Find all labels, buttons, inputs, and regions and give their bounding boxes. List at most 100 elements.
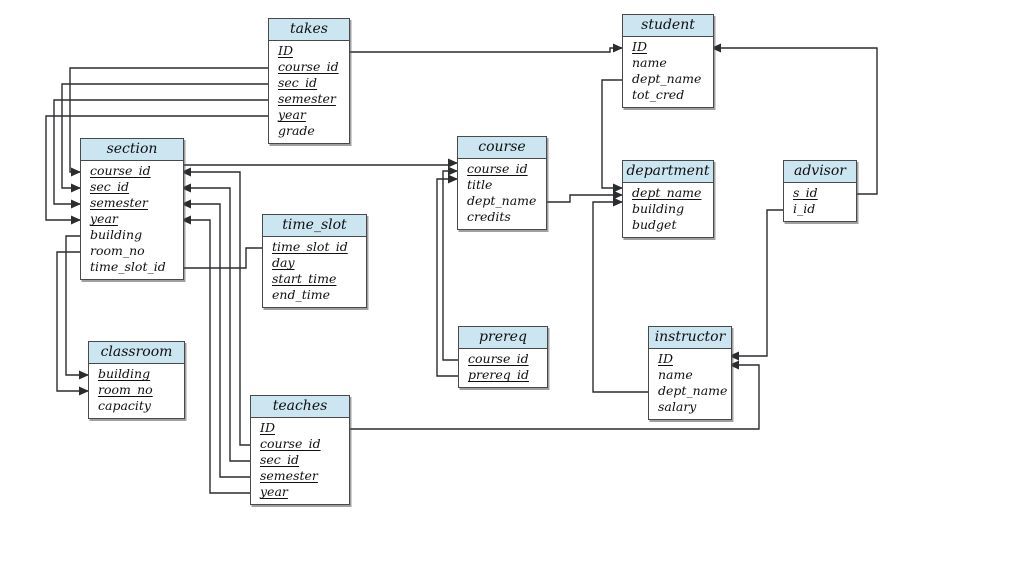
fk-edge-teaches-year-to-section-year (181, 215, 250, 494)
attribute: salary (658, 399, 697, 414)
attribute: dept_name (632, 71, 702, 86)
fk-edge-advisor-i_id-to-instructor-ID (729, 209, 783, 361)
attr-department-dept_name: dept_name (632, 185, 709, 201)
table-title-time_slot: time_slot (263, 215, 366, 237)
attr-course-dept_name: dept_name (467, 193, 542, 209)
attr-section-time_slot_id: time_slot_id (90, 259, 179, 275)
fk-edge-takes-ID-to-student-ID (348, 43, 623, 53)
attribute: grade (278, 123, 315, 138)
attr-classroom-room_no: room_no (98, 382, 180, 398)
attr-teaches-ID: ID (260, 420, 345, 436)
attr-section-semester: semester (90, 195, 179, 211)
fk-edge-course-dept_name-to-department-dept_name (545, 190, 623, 203)
attr-section-sec_id: sec_id (90, 179, 179, 195)
attr-takes-course_id: course_id (278, 59, 345, 75)
primary-key-attribute: course_id (90, 163, 151, 178)
attr-advisor-s_id: s_id (793, 185, 852, 201)
table-title-student: student (623, 15, 713, 37)
primary-key-attribute: sec_id (90, 179, 130, 194)
primary-key-attribute: course_id (260, 436, 321, 451)
primary-key-attribute: building (98, 366, 151, 381)
attr-course-credits: credits (467, 209, 542, 225)
attr-prereq-prereq_id: prereq_id (468, 367, 543, 383)
attr-student-ID: ID (632, 39, 709, 55)
table-title-course: course (458, 137, 546, 159)
attr-advisor-i_id: i_id (793, 201, 852, 217)
attr-instructor-name: name (658, 367, 727, 383)
attr-student-dept_name: dept_name (632, 71, 709, 87)
attr-classroom-building: building (98, 366, 180, 382)
attr-prereq-course_id: course_id (468, 351, 543, 367)
primary-key-attribute: sec_id (278, 75, 318, 90)
attribute: credits (467, 209, 511, 224)
attr-takes-year: year (278, 107, 345, 123)
attribute: building (632, 201, 685, 216)
attribute: dept_name (658, 383, 728, 398)
primary-key-attribute: course_id (468, 351, 529, 366)
attr-instructor-ID: ID (658, 351, 727, 367)
primary-key-attribute: start_time (272, 271, 337, 286)
attr-course-course_id: course_id (467, 161, 542, 177)
attr-instructor-salary: salary (658, 399, 727, 415)
attr-section-course_id: course_id (90, 163, 179, 179)
attr-instructor-dept_name: dept_name (658, 383, 727, 399)
attribute: dept_name (467, 193, 537, 208)
attribute: budget (632, 217, 677, 232)
attr-takes-semester: semester (278, 91, 345, 107)
attr-department-building: building (632, 201, 709, 217)
attribute: time_slot_id (90, 259, 166, 274)
attr-student-tot_cred: tot_cred (632, 87, 709, 103)
primary-key-attribute: prereq_id (468, 367, 529, 382)
attr-time_slot-time_slot_id: time_slot_id (272, 239, 362, 255)
fk-edge-section-time_slot_id-to-time_slot-time_slot_id (182, 247, 262, 269)
primary-key-attribute: ID (658, 351, 673, 366)
attr-teaches-year: year (260, 484, 345, 500)
primary-key-attribute: ID (278, 43, 293, 58)
table-title-classroom: classroom (89, 342, 184, 364)
table-title-instructor: instructor (649, 327, 731, 349)
primary-key-attribute: year (278, 107, 306, 122)
fk-edge-section-course_id-to-course-course_id (182, 158, 458, 168)
primary-key-attribute: dept_name (632, 185, 702, 200)
primary-key-attribute: year (90, 211, 118, 226)
primary-key-attribute: room_no (98, 382, 153, 397)
attr-teaches-semester: semester (260, 468, 345, 484)
primary-key-attribute: sec_id (260, 452, 300, 467)
primary-key-attribute: ID (260, 420, 275, 435)
primary-key-attribute: s_id (793, 185, 818, 200)
primary-key-attribute: year (260, 484, 288, 499)
table-title-prereq: prereq (459, 327, 547, 349)
primary-key-attribute: time_slot_id (272, 239, 348, 254)
attr-teaches-course_id: course_id (260, 436, 345, 452)
table-title-takes: takes (269, 19, 349, 41)
attr-section-year: year (90, 211, 179, 227)
attr-takes-sec_id: sec_id (278, 75, 345, 91)
attr-student-name: name (632, 55, 709, 71)
table-title-teaches: teaches (251, 396, 349, 418)
table-title-department: department (623, 161, 713, 183)
table-title-section: section (81, 139, 183, 161)
attr-takes-grade: grade (278, 123, 345, 139)
attribute: building (90, 227, 143, 242)
